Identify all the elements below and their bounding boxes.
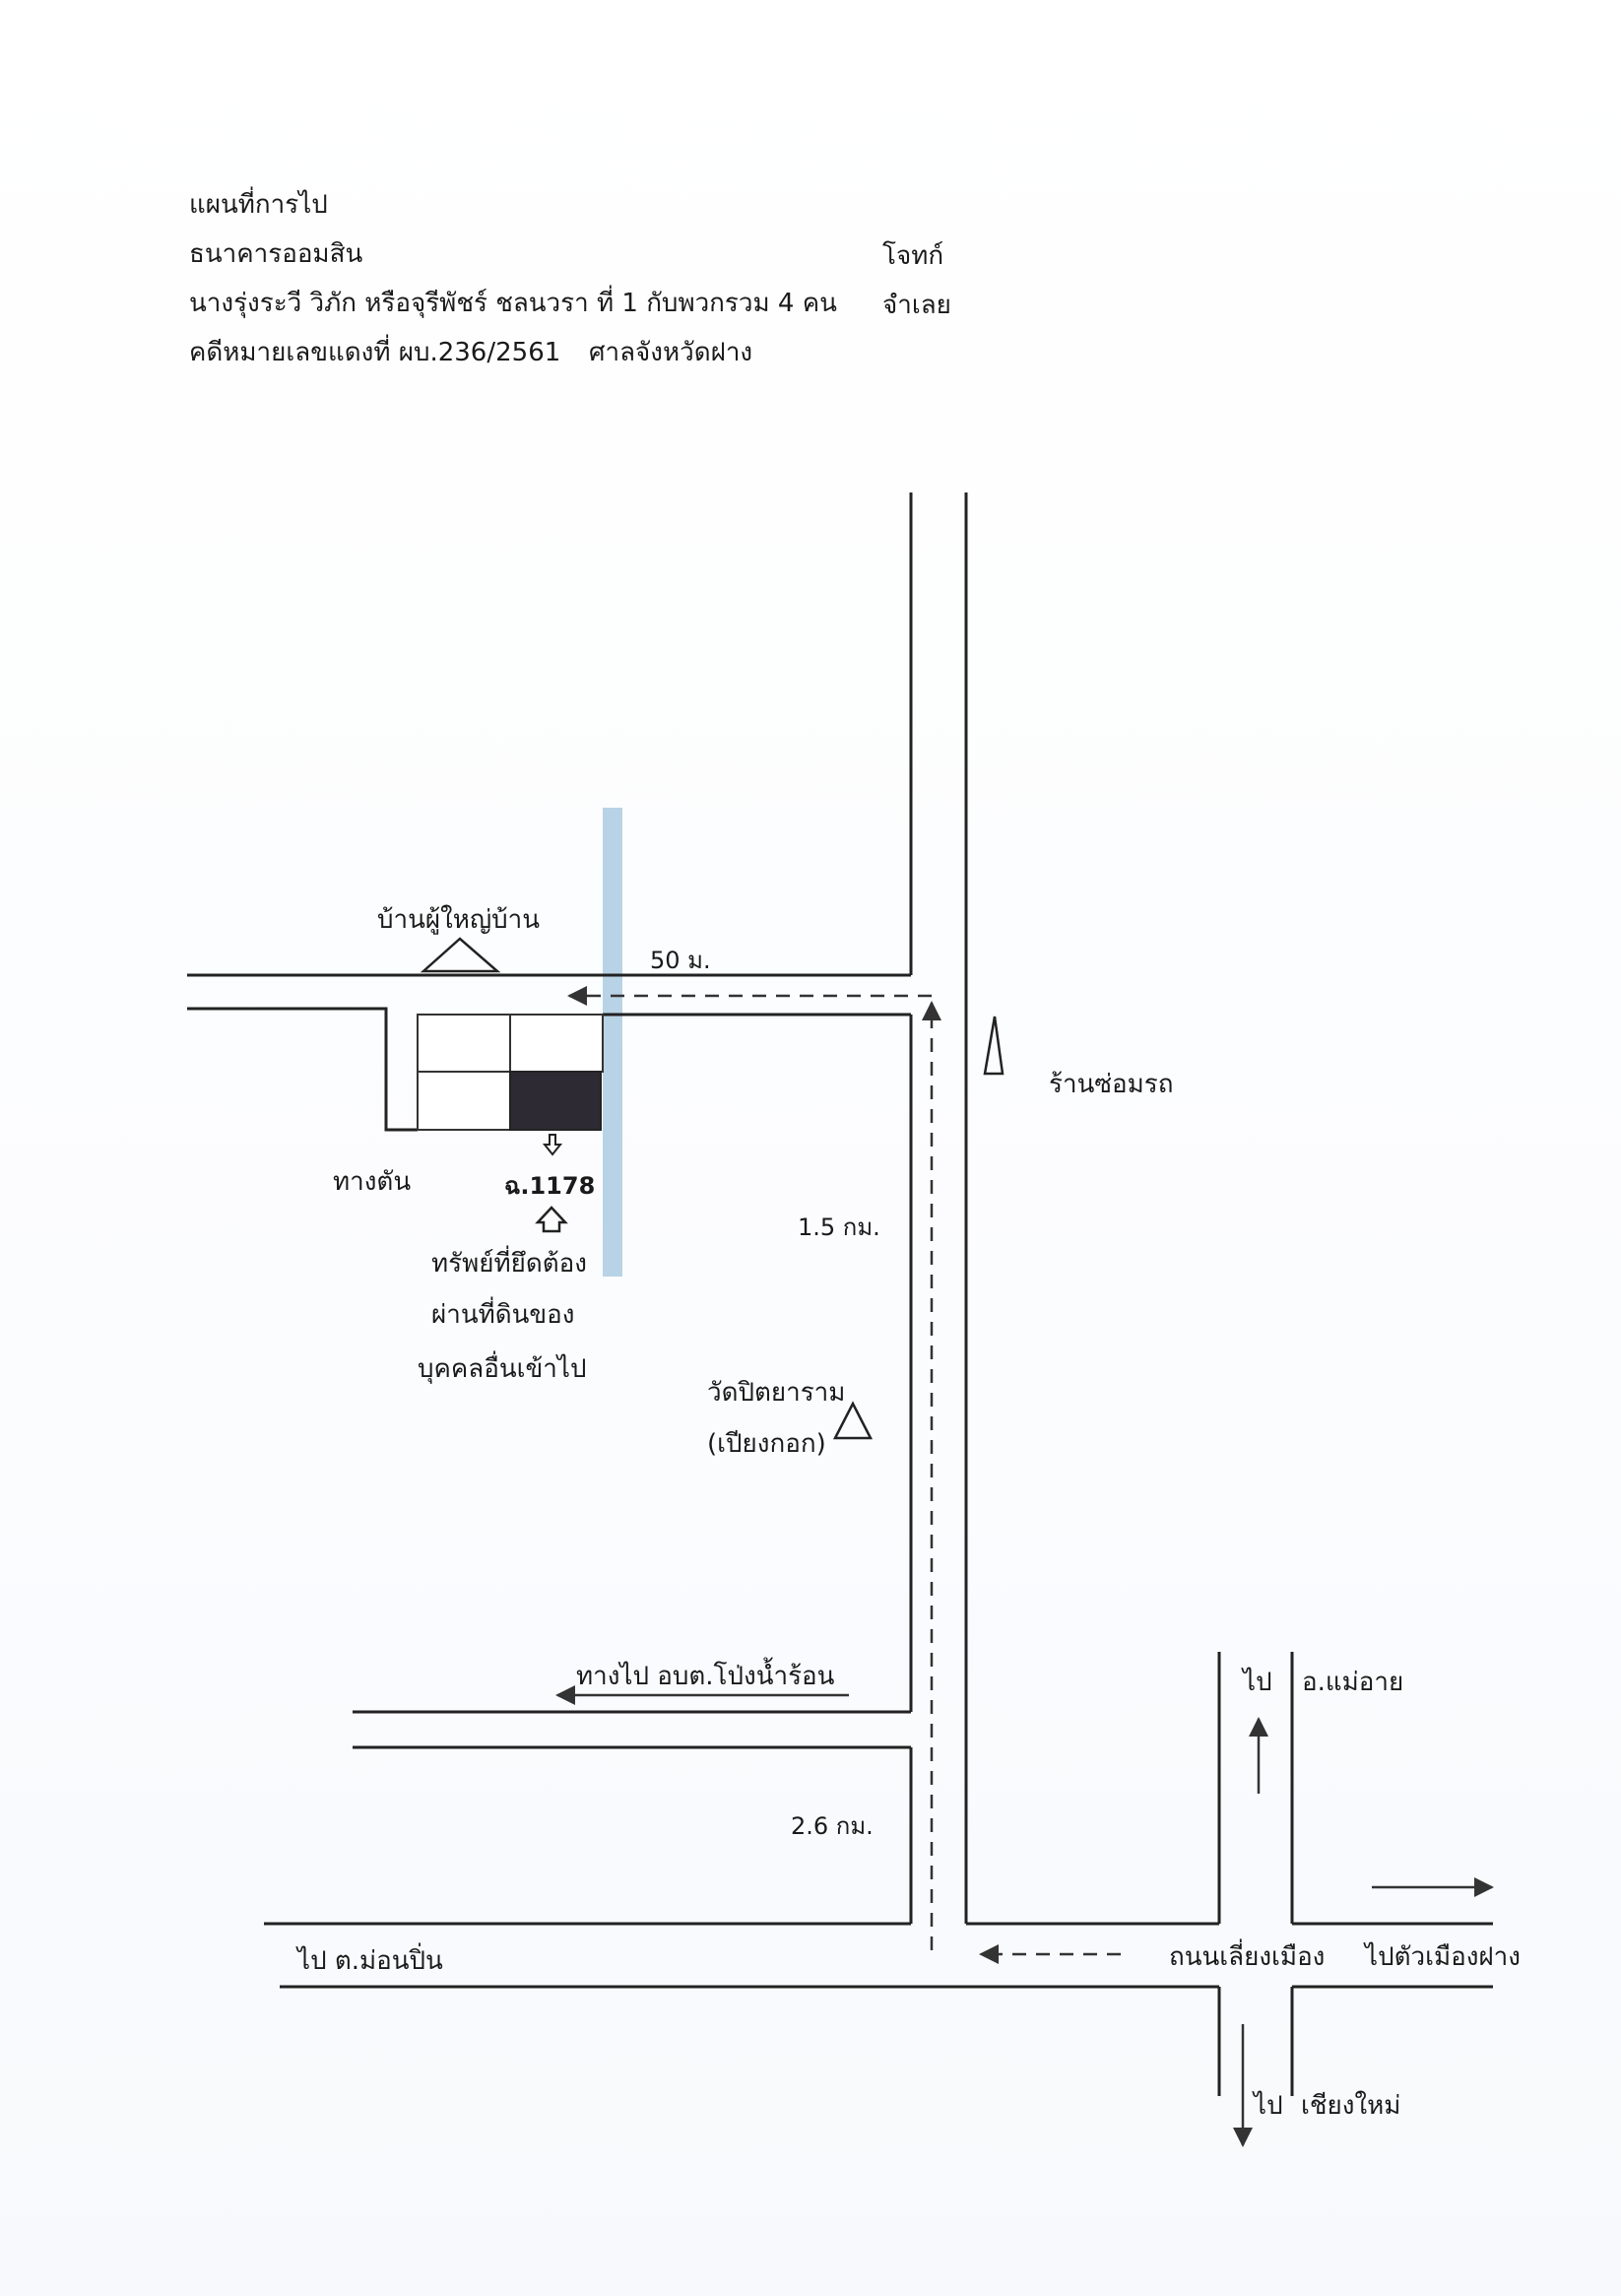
chiang-mai-label: เชียงใหม่ bbox=[1301, 2091, 1400, 2121]
distance-50m-label: 50 ม. bbox=[650, 947, 711, 974]
parcel-pointer-arrow-small bbox=[542, 1134, 563, 1156]
temple-marker bbox=[832, 1401, 874, 1440]
seized-property-line1: ทรัพย์ที่ยึดต้อง bbox=[431, 1245, 587, 1279]
seized-property-line3: บุคคลอื่นเข้าไป bbox=[418, 1350, 586, 1384]
defendant-name: นางรุ่งระวี วิภัก หรือจุรีพัชร์ ชลนวรา ท… bbox=[189, 289, 837, 318]
temple-subname-label: (เปียงกอก) bbox=[707, 1429, 826, 1459]
plot-cell-3 bbox=[417, 1071, 511, 1131]
plot-cell-2 bbox=[509, 1014, 604, 1073]
village-head-house-label: บ้านผู้ใหญ่บ้าน bbox=[377, 905, 540, 935]
to-mon-pin-label: ไป ต.ม่อนปิ่น bbox=[295, 1942, 443, 1976]
to-fang-town-label: ไปตัวเมืองฝาง bbox=[1363, 1941, 1521, 1972]
mae-ai-label: อ.แม่อาย bbox=[1302, 1668, 1403, 1697]
to-label-north: ไป bbox=[1241, 1667, 1272, 1697]
distance-2-6km-label: 2.6 กม. bbox=[791, 1812, 874, 1840]
parcel-id-label: ฉ.1178 bbox=[504, 1172, 595, 1200]
temple-name-label: วัดปิตยาราม bbox=[707, 1378, 845, 1408]
repair-shop-label: ร้านซ่อมรถ bbox=[1049, 1070, 1173, 1099]
blue-highlight-strip bbox=[603, 808, 622, 1277]
map-title: แผนที่การไป bbox=[189, 190, 328, 220]
court-name: ศาลจังหวัดฝาง bbox=[589, 338, 753, 367]
plot-cell-1 bbox=[417, 1014, 511, 1073]
to-label-south: ไป bbox=[1252, 2090, 1283, 2121]
seized-parcel bbox=[509, 1071, 602, 1131]
distance-1-5km-label: 1.5 กม. bbox=[798, 1214, 880, 1241]
bypass-road-label: ถนนเลี่ยงเมือง bbox=[1169, 1938, 1325, 1972]
to-sao-label: ทางไป อบต.โป่งน้ำร้อน bbox=[576, 1657, 835, 1691]
seized-property-line2: ผ่านที่ดินของ bbox=[431, 1296, 575, 1330]
defendant-role: จำเลย bbox=[882, 291, 951, 320]
repair-shop-marker bbox=[983, 1016, 1005, 1076]
village-head-house-marker bbox=[420, 937, 501, 973]
case-number: คดีหมายเลขแดงที่ ผบ.236/2561 bbox=[189, 338, 561, 367]
plaintiff-name: ธนาคารออมสิน bbox=[189, 239, 363, 269]
dead-end-label: ทางตัน bbox=[333, 1167, 411, 1197]
side-road-south-edge bbox=[187, 1007, 418, 1132]
parcel-pointer-arrow bbox=[535, 1206, 568, 1233]
plaintiff-role: โจทก์ bbox=[882, 241, 944, 271]
